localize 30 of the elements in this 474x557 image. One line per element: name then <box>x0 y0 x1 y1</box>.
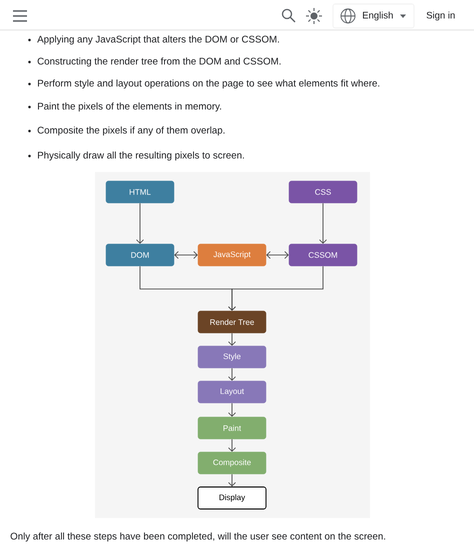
arrow <box>319 202 327 244</box>
arrow <box>266 251 289 259</box>
paragraph: Only after all these steps have been completed, will the user see content on the screen. <box>10 532 386 542</box>
process-box: CSS <box>288 180 358 204</box>
sign-in-link: Sign in <box>426 12 455 20</box>
process-box: HTML <box>106 180 174 204</box>
process-box: JavaScript <box>198 244 266 266</box>
process-box: Style <box>198 346 266 368</box>
arrow <box>228 266 324 311</box>
arrow <box>174 251 198 259</box>
arrow <box>228 402 236 417</box>
arrow <box>136 202 144 244</box>
arrow <box>228 474 236 487</box>
bullet-item: Paint the pixels of the elements in memory. <box>28 102 222 112</box>
process-box: Display <box>198 486 266 510</box>
bullet-item: Constructing the render tree from the DOM and CSSOM. <box>28 57 280 67</box>
bullet-item: Perform style and layout operations on the page to see what elements fit where. <box>28 79 380 89</box>
process-box: Layout <box>198 380 266 404</box>
process-box: Render Tree <box>198 310 266 334</box>
arrow <box>228 368 236 381</box>
arrow <box>228 332 236 346</box>
process-box: DOM <box>106 244 174 266</box>
process-box: CSSOM <box>288 244 358 266</box>
process-box: Paint <box>198 416 266 440</box>
process-box: Composite <box>198 452 266 474</box>
language-button: English <box>332 4 414 28</box>
bullet-item: Applying any JavaScript that alters the DOM or CSSOM. <box>28 35 279 45</box>
bullet-item: Composite the pixels if any of them overlap. <box>28 126 224 136</box>
bullet-item: Physically draw all the resulting pixels to screen. <box>28 151 244 161</box>
arrow <box>228 438 236 452</box>
